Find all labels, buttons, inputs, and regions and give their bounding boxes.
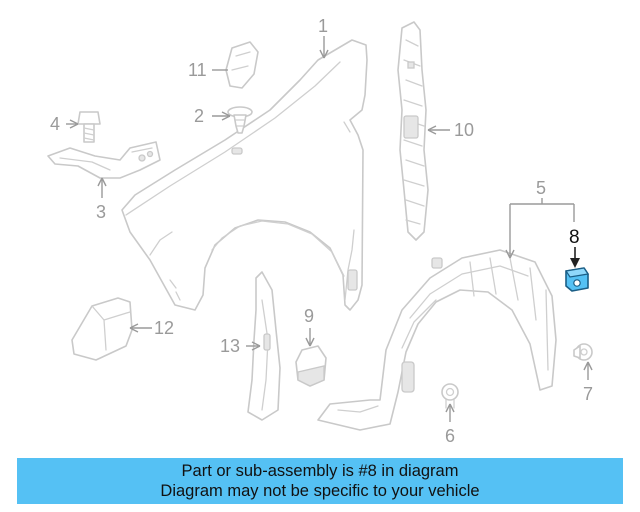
part-12-guard[interactable] [71, 297, 133, 361]
callout-9: 9 [304, 306, 314, 326]
leader-lines [66, 36, 593, 422]
callout-8[interactable]: 8 [569, 227, 580, 248]
part-8-clip-nut[interactable] [564, 267, 590, 292]
callout-4: 4 [50, 114, 60, 134]
callout-6: 6 [445, 426, 455, 446]
part-13-strip[interactable] [247, 271, 281, 421]
leader-8 [570, 247, 580, 268]
part-9-trim[interactable] [295, 345, 327, 387]
part-3-bracket[interactable] [47, 141, 161, 179]
part-10-seal[interactable] [397, 21, 429, 241]
callout-5: 5 [536, 178, 546, 198]
banner-line-1: Part or sub-assembly is #8 in diagram [181, 462, 459, 480]
banner-line-2: Diagram may not be specific to your vehi… [160, 482, 480, 500]
callout-10: 10 [454, 120, 474, 140]
part-11-cover[interactable] [225, 41, 259, 89]
callout-7: 7 [583, 384, 593, 404]
parts-diagram: 1 11 2 4 3 10 5 8 12 13 9 6 7 [47, 16, 593, 446]
callout-2: 2 [194, 106, 204, 126]
part-4-bolt[interactable] [77, 111, 101, 143]
part-6-screw[interactable] [441, 383, 459, 409]
callout-1: 1 [318, 16, 328, 36]
callout-3: 3 [96, 202, 106, 222]
callout-13: 13 [220, 336, 240, 356]
part-7-bolt[interactable] [573, 343, 593, 361]
callout-11: 11 [188, 60, 207, 80]
part-2-clip[interactable] [227, 106, 253, 134]
callout-12: 12 [154, 318, 174, 338]
info-banner: Part or sub-assembly is #8 in diagram Di… [17, 458, 623, 504]
part-1-fender[interactable] [121, 39, 368, 311]
part-5-liner[interactable] [317, 249, 557, 431]
